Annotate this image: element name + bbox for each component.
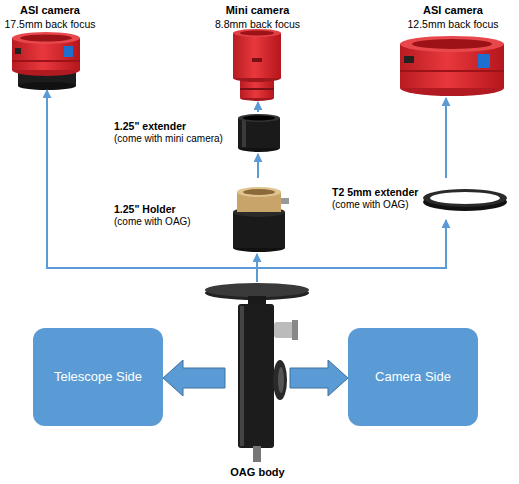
part-note: (come with OAG) [114,216,191,229]
extender-photo [238,114,280,152]
holder-photo [233,187,289,252]
oag-body-photo [274,322,294,338]
block-arrow [163,360,225,396]
oag-body-photo [238,304,274,448]
t2-extender-photo [423,189,507,207]
part-name: T2 5mm extender [332,186,418,199]
asi-camera-photo [12,60,80,62]
mini-camera-photo [252,58,262,62]
side-box: Telescope Side [33,328,163,426]
connector-arrow [257,102,259,112]
asi-camera-photo [400,36,504,96]
holder-photo [233,212,285,248]
oag-body-photo [292,320,298,340]
asi-camera-photo [478,54,490,68]
part-name: OAG body [230,466,284,480]
mini-camera-photo [233,33,281,78]
mini-camera-photo [240,31,274,36]
block-arrow [290,360,348,396]
asi-camera-photo [12,32,80,44]
part-note: (come with OAG) [332,199,409,212]
asi-camera-photo [20,35,72,42]
part-note: 8.8mm back focus [215,18,300,31]
asi-camera-photo [412,39,492,49]
asi-camera-photo [15,48,21,54]
connector-arrow [445,98,447,178]
oag-body-photo [278,367,284,393]
oag-body-photo [205,283,309,297]
part-name: Telescope Side [54,369,142,385]
connector-arrow [257,154,259,178]
extender-photo [238,114,280,122]
part-note: (come with mini camera) [114,133,223,146]
asi-camera-photo [400,70,504,72]
camera-part: ASI camera17.5mm back focus [2,2,98,90]
asi-camera-photo [404,56,414,63]
part-name: Mini camera [226,4,290,18]
camera-part: ASI camera12.5mm back focus [392,2,514,98]
t2-extender-photo [430,192,500,204]
part-note: 17.5mm back focus [4,18,95,31]
camera-part: Mini camera8.8mm back focus [205,2,310,102]
part-name: 1.25" extender [114,120,186,133]
accessory-part: 1.25" Holder(come with OAG) [112,178,288,254]
mini-camera-photo [233,29,281,37]
extender-photo [242,120,246,147]
side-box: Camera Side [348,328,478,426]
extender-photo [238,118,280,148]
asi-camera-photo [18,82,76,90]
connector-arrow [257,220,446,282]
connector-arrow [47,90,257,282]
oag-part: OAG body [225,282,290,482]
part-name: Camera Side [375,369,451,385]
holder-photo [281,198,289,204]
asi-camera-photo [12,32,80,90]
t2-extender-photo [423,189,507,211]
oag-body-photo [240,306,244,446]
part-note: 12.5mm back focus [407,18,498,31]
accessory-part: 1.25" extender(come with mini camera) [112,112,284,154]
holder-photo [237,187,281,197]
holder-photo [243,189,275,195]
asi-camera-photo [64,46,73,57]
part-name: 1.25" Holder [114,203,176,216]
asi-camera-photo [400,36,504,52]
oag-body-photo [253,446,261,462]
mini-camera-photo [233,29,281,101]
mini-camera-photo [240,88,274,90]
part-name: ASI camera [423,4,483,18]
part-name: ASI camera [20,4,80,18]
oag-body-photo [273,360,287,400]
extender-photo [243,115,275,120]
accessory-part: T2 5mm extender(come with OAG) [330,178,510,220]
